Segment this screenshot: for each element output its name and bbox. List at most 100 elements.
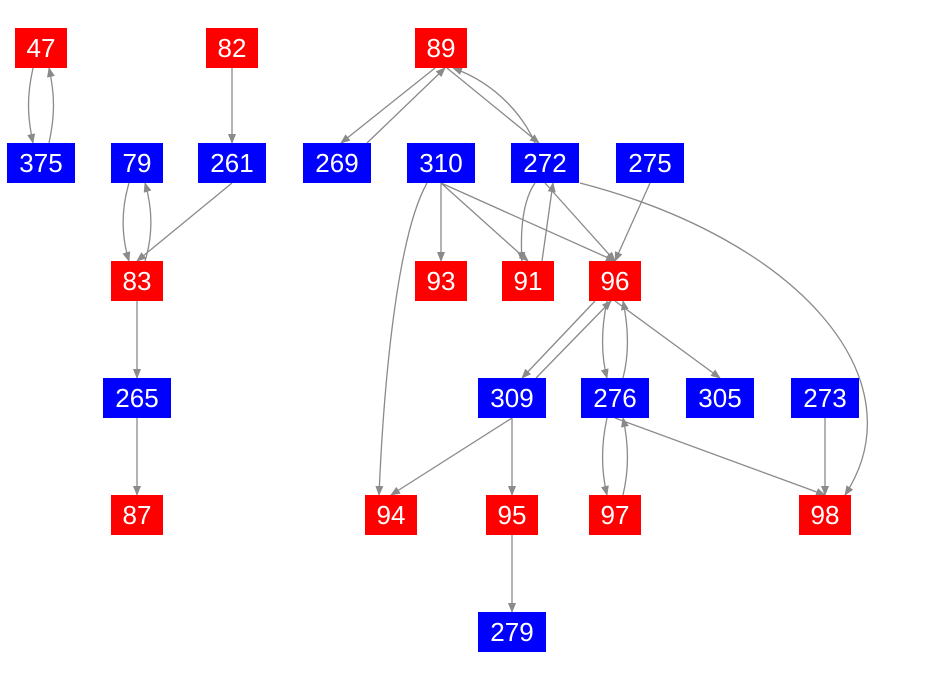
node-label-275: 275 — [628, 148, 671, 178]
node-label-94: 94 — [377, 500, 406, 530]
edge-309-to-94 — [390, 417, 513, 496]
edge-272-to-98 — [579, 182, 868, 496]
node-269: 269 — [303, 143, 371, 183]
node-label-97: 97 — [601, 500, 630, 530]
node-box-91 — [502, 261, 554, 301]
node-87: 87 — [111, 495, 163, 535]
edge-375-to-47 — [47, 67, 55, 144]
node-box-95 — [486, 495, 538, 535]
node-label-82: 82 — [218, 33, 247, 63]
node-box-375 — [7, 143, 75, 183]
edge-310-to-91 — [440, 182, 529, 262]
node-96: 96 — [589, 261, 641, 301]
node-box-93 — [415, 261, 467, 301]
node-label-265: 265 — [115, 383, 158, 413]
edge-96-to-309 — [521, 300, 596, 379]
node-box-309 — [478, 378, 546, 418]
node-label-375: 375 — [19, 148, 62, 178]
node-label-279: 279 — [490, 617, 533, 647]
edge-97-to-276 — [621, 417, 629, 496]
node-label-79: 79 — [123, 148, 152, 178]
node-98: 98 — [799, 495, 851, 535]
edge-276-to-97 — [601, 417, 609, 496]
node-261: 261 — [198, 143, 266, 183]
edge-276-to-96 — [620, 300, 629, 379]
node-310: 310 — [407, 143, 475, 183]
node-box-82 — [206, 28, 258, 68]
node-box-276 — [581, 378, 649, 418]
node-box-98 — [799, 495, 851, 535]
node-box-272 — [511, 143, 579, 183]
edge-310-to-94 — [375, 182, 428, 496]
node-375: 375 — [7, 143, 75, 183]
node-label-93: 93 — [427, 266, 456, 296]
edge-96-to-276 — [600, 300, 609, 379]
node-275: 275 — [616, 143, 684, 183]
node-box-79 — [111, 143, 163, 183]
node-box-275 — [616, 143, 684, 183]
edge-310-to-96 — [440, 182, 616, 262]
node-label-98: 98 — [811, 500, 840, 530]
edge-47-to-375 — [27, 67, 36, 144]
node-79: 79 — [111, 143, 163, 183]
node-95: 95 — [486, 495, 538, 535]
node-box-89 — [415, 28, 467, 68]
node-box-83 — [111, 261, 163, 301]
node-box-96 — [589, 261, 641, 301]
edge-83-to-79 — [143, 182, 152, 262]
node-label-261: 261 — [210, 148, 253, 178]
node-93: 93 — [415, 261, 467, 301]
node-label-269: 269 — [315, 148, 358, 178]
edge-272-to-91 — [517, 182, 536, 262]
node-265: 265 — [103, 378, 171, 418]
node-box-87 — [111, 495, 163, 535]
node-box-261 — [198, 143, 266, 183]
node-box-305 — [686, 378, 754, 418]
node-box-47 — [15, 28, 67, 68]
edge-89-to-272 — [446, 67, 540, 144]
node-label-272: 272 — [523, 148, 566, 178]
node-83: 83 — [111, 261, 163, 301]
node-box-97 — [589, 495, 641, 535]
node-91: 91 — [502, 261, 554, 301]
node-label-310: 310 — [419, 148, 462, 178]
edges-layer — [27, 67, 868, 613]
edge-309-to-96 — [535, 300, 612, 379]
node-89: 89 — [415, 28, 467, 68]
edge-269-to-89 — [366, 67, 446, 144]
edge-91-to-272 — [541, 182, 556, 262]
node-305: 305 — [686, 378, 754, 418]
node-97: 97 — [589, 495, 641, 535]
edge-272-to-96 — [544, 182, 616, 262]
node-label-95: 95 — [498, 500, 527, 530]
node-box-310 — [407, 143, 475, 183]
node-box-269 — [303, 143, 371, 183]
node-279: 279 — [478, 612, 546, 652]
node-82: 82 — [206, 28, 258, 68]
edge-96-to-305 — [614, 300, 721, 379]
node-309: 309 — [478, 378, 546, 418]
node-276: 276 — [581, 378, 649, 418]
node-label-91: 91 — [514, 266, 543, 296]
edge-275-to-96 — [614, 182, 651, 262]
edge-261-to-83 — [136, 182, 233, 262]
node-label-309: 309 — [490, 383, 533, 413]
node-273: 273 — [791, 378, 859, 418]
node-label-87: 87 — [123, 500, 152, 530]
node-label-273: 273 — [803, 383, 846, 413]
nodes-layer: 47 82 89 375 79 261 269 310 272 275 83 93 91 96 265 309… — [7, 28, 859, 652]
node-label-47: 47 — [27, 33, 56, 63]
node-47: 47 — [15, 28, 67, 68]
node-box-279 — [478, 612, 546, 652]
edge-276-to-98 — [614, 417, 826, 496]
node-box-94 — [365, 495, 417, 535]
node-272: 272 — [511, 143, 579, 183]
node-box-273 — [791, 378, 859, 418]
edge-272-to-89 — [452, 67, 536, 144]
node-label-305: 305 — [698, 383, 741, 413]
edge-89-to-269 — [340, 67, 436, 144]
node-label-276: 276 — [593, 383, 636, 413]
node-label-83: 83 — [123, 266, 152, 296]
node-box-265 — [103, 378, 171, 418]
